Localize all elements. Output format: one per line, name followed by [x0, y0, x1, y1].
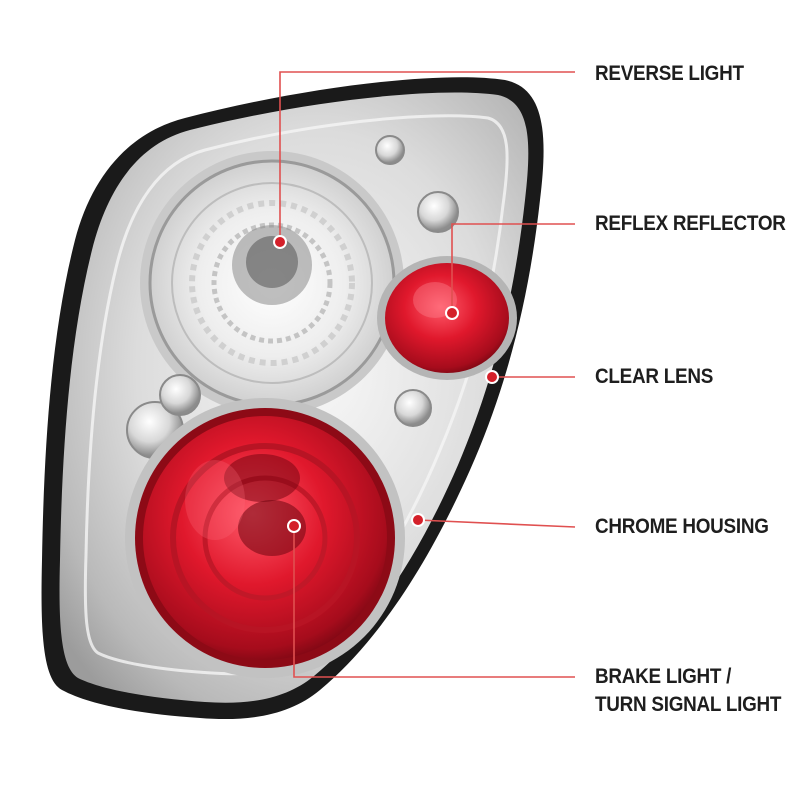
- callout-chrome-housing: CHROME HOUSING: [595, 513, 769, 541]
- leader-reverse-light: [279, 71, 575, 242]
- callout-clear-lens: CLEAR LENS: [595, 363, 713, 391]
- callout-clear-lens-text: CLEAR LENS: [595, 365, 714, 388]
- bulb-sockets: [126, 135, 459, 459]
- callout-brake-turn-light: BRAKE LIGHT / TURN SIGNAL LIGHT: [595, 663, 781, 719]
- callout-brake-turn-line1: BRAKE LIGHT /: [595, 665, 732, 688]
- leader-lines: [279, 71, 576, 678]
- leader-chrome-housing: [417, 519, 576, 528]
- callout-brake-turn-line2: TURN SIGNAL LIGHT: [595, 693, 782, 716]
- callout-chrome-housing-text: CHROME HOUSING: [595, 515, 769, 538]
- callout-dots: [273, 235, 499, 533]
- brake-turn-lens: [125, 398, 405, 678]
- reverse-light-lens: [140, 151, 404, 415]
- callout-reflex-reflector: REFLEX REFLECTOR: [595, 210, 786, 238]
- leader-reflex-reflector: [451, 223, 575, 313]
- callout-reverse-light-text: REVERSE LIGHT: [595, 62, 744, 85]
- leader-brake-turn-light: [293, 526, 575, 678]
- callout-reflex-reflector-text: REFLEX REFLECTOR: [595, 212, 786, 235]
- callout-reverse-light: REVERSE LIGHT: [595, 60, 744, 88]
- reflex-reflector-lens: [377, 256, 517, 380]
